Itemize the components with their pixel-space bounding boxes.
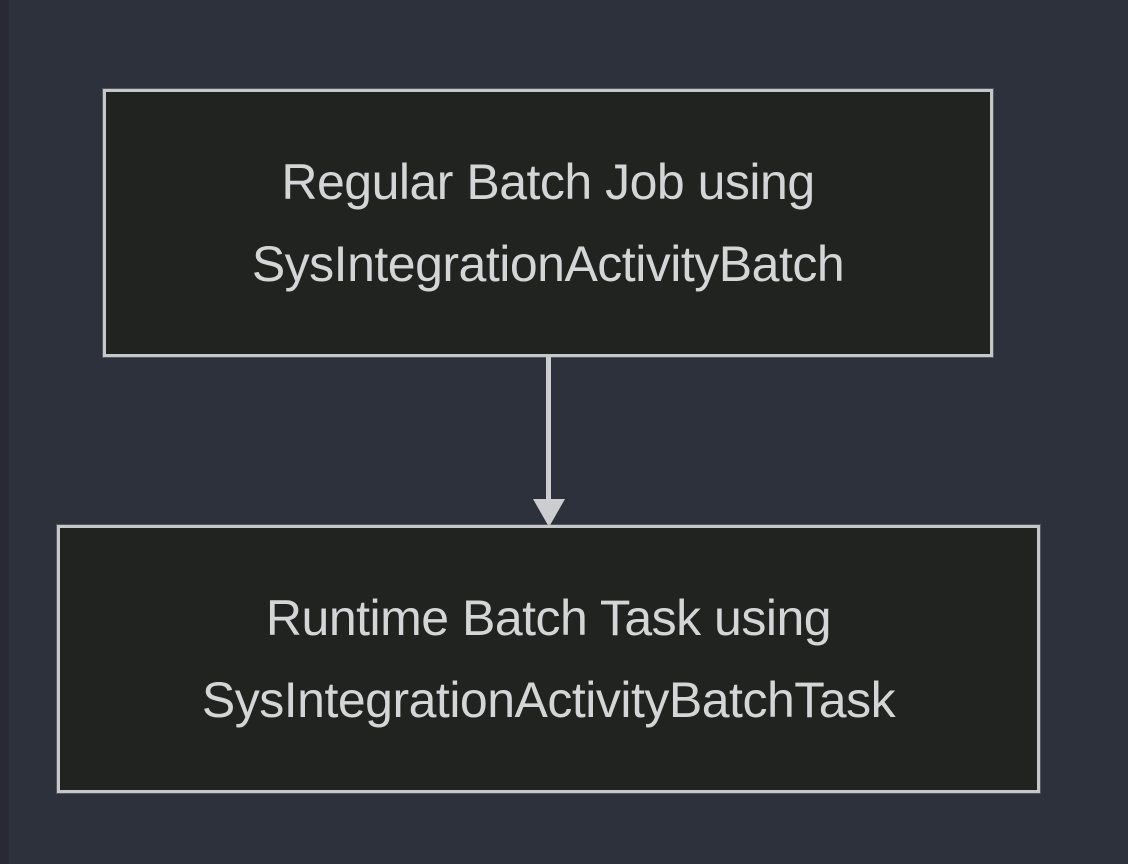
node-label-line: SysIntegrationActivityBatch [251,236,845,292]
left-edge-strip [0,0,9,864]
node-regular-batch-job: Regular Batch Job using SysIntegrationAc… [103,89,993,357]
connector-line [546,357,551,501]
node-runtime-batch-task: Runtime Batch Task using SysIntegrationA… [57,525,1040,793]
arrow-down-icon [533,499,565,527]
node-label-line: Regular Batch Job using [281,154,815,210]
node-label-line: SysIntegrationActivityBatchTask [201,672,896,728]
node-label-line: Runtime Batch Task using [265,590,832,646]
